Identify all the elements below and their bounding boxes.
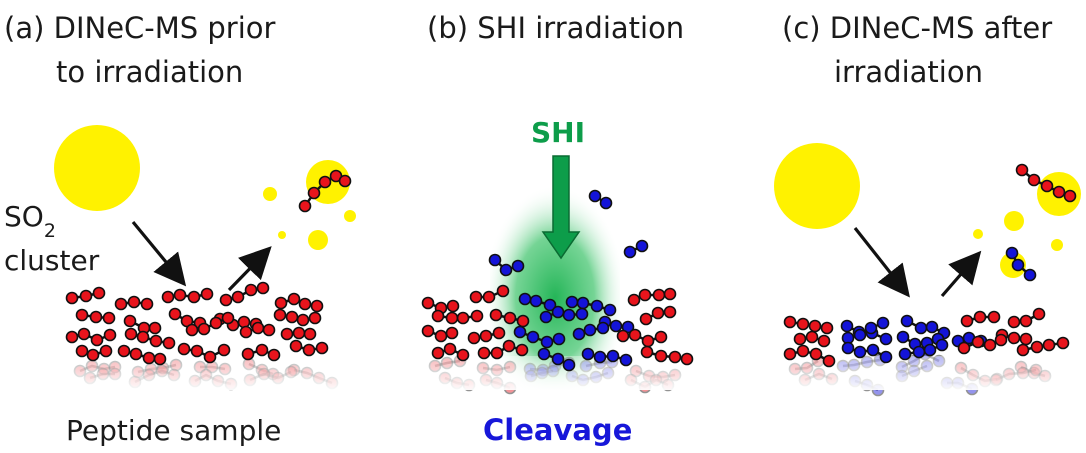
panel-b-caption: (b) SHI irradiation [427,11,684,45]
emission-arrow-c [940,250,982,298]
so2-cluster-c [774,143,860,229]
desorbed-peptide [298,169,352,213]
panel-a: (a) DINeC-MS prior to irradiation SO2 cl… [4,11,356,447]
cluster-label: SO2 [4,200,56,242]
peptide-layer-c [783,307,1070,368]
sample-label: Peptide sample [66,414,281,447]
panel-c-caption-line1: (c) DINeC-MS after [782,11,1052,45]
cluster-label-line2: cluster [4,244,100,277]
cleavage-label: Cleavage [483,413,632,447]
emission-arrow [227,246,272,292]
beam-arrow [541,155,581,260]
peptide-layer-b [421,284,694,372]
panel-b: (b) SHI irradiation SHI Cleavage [421,11,695,447]
beam-label: SHI [531,116,585,149]
panel-a-caption-line2: to irradiation [56,55,243,89]
released-fragments [488,189,649,277]
desorbed-fragments-c [1005,163,1077,282]
so2-cluster [54,125,140,211]
peptide-layer [65,281,329,366]
panel-c-caption-line2: irradiation [834,55,983,89]
incident-arrow-c [853,227,910,298]
panel-c: (c) DINeC-MS after irradiation [774,11,1081,397]
desorbed-droplets-c [973,172,1081,278]
incident-arrow [131,220,187,287]
panel-a-caption-line1: (a) DINeC-MS prior [4,11,276,45]
